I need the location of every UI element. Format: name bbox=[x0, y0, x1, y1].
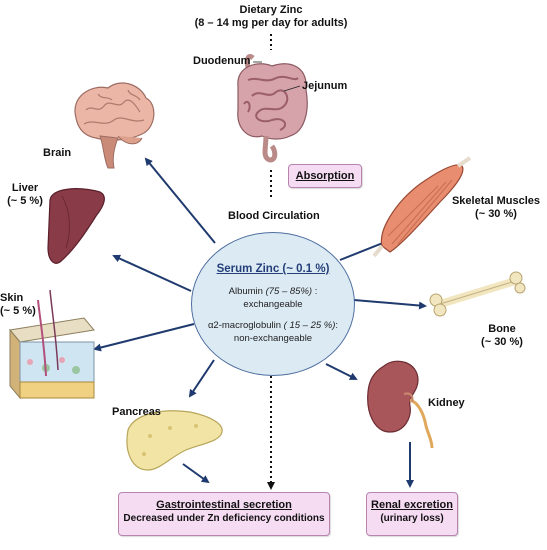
albumin-type: exchangeable bbox=[243, 299, 303, 310]
pancreas-illustration bbox=[126, 410, 223, 471]
dietary-zinc-subtitle: (8 – 14 mg per day for adults) bbox=[194, 17, 348, 29]
bone-label-group: Bone (~ 30 %) bbox=[472, 323, 532, 349]
muscles-label-group: Skeletal Muscles (~ 30 %) bbox=[446, 195, 546, 221]
jejunum-label: Jejunum bbox=[302, 80, 348, 92]
renal-excretion-subtitle: (urinary loss) bbox=[380, 513, 444, 524]
albumin-name: Albumin bbox=[228, 286, 263, 297]
bone-label: Bone bbox=[488, 323, 516, 335]
albumin-line: Albumin (75 – 85%) : bbox=[192, 285, 354, 298]
liver-illustration bbox=[47, 188, 105, 264]
serum-zinc-circle: Serum Zinc (~ 0.1 %) Albumin (75 – 85%) … bbox=[191, 232, 355, 376]
albumin-colon: : bbox=[312, 286, 318, 297]
macroglobulin-colon: : bbox=[335, 320, 339, 331]
renal-excretion-title: Renal excretion bbox=[371, 499, 453, 511]
gi-secretion-subtitle: Decreased under Zn deficiency conditions bbox=[123, 513, 325, 524]
absorption-label: Absorption bbox=[295, 170, 355, 182]
liver-percent: (~ 5 %) bbox=[7, 195, 43, 207]
brain-illustration bbox=[74, 82, 155, 169]
arrow-to-brain bbox=[144, 157, 216, 244]
liver-label-group: Liver (~ 5 %) bbox=[2, 182, 48, 208]
macroglobulin-line: α2-macroglobulin ( 15 – 25 %): bbox=[192, 319, 354, 332]
muscles-label: Skeletal Muscles bbox=[451, 195, 541, 207]
serum-zinc-title: Serum Zinc (~ 0.1 %) bbox=[216, 263, 330, 275]
kidney-illustration bbox=[367, 360, 434, 449]
brain-label: Brain bbox=[43, 147, 72, 159]
bone-illustration bbox=[429, 271, 526, 317]
dietary-zinc-title: Dietary Zinc bbox=[239, 4, 303, 16]
macroglobulin-type: non-exchangeable bbox=[233, 333, 313, 344]
arrow-to-bone bbox=[353, 299, 427, 310]
gi-secretion-box: Gastrointestinal secretion Decreased und… bbox=[118, 492, 330, 536]
skin-label: Skin bbox=[0, 292, 24, 304]
intestine-illustration bbox=[237, 54, 308, 163]
arrow-to-skin bbox=[93, 323, 195, 352]
bone-percent: (~ 30 %) bbox=[481, 336, 523, 348]
duodenum-label: Duodenum bbox=[193, 55, 251, 67]
skin-illustration bbox=[9, 289, 95, 400]
renal-excretion-box: Renal excretion (urinary loss) bbox=[366, 492, 458, 536]
kidney-label: Kidney bbox=[428, 397, 465, 409]
arrow-to-liver bbox=[112, 254, 192, 292]
albumin-percent: (75 – 85%) bbox=[265, 286, 313, 297]
liver-label: Liver bbox=[11, 182, 39, 194]
skin-label-group: Skin (~ 5 %) bbox=[0, 292, 38, 318]
macroglobulin-percent: ( 15 – 25 %) bbox=[283, 320, 336, 331]
skin-percent: (~ 5 %) bbox=[0, 305, 36, 317]
gi-secretion-title: Gastrointestinal secretion bbox=[156, 499, 292, 511]
muscles-percent: (~ 30 %) bbox=[475, 208, 517, 220]
pancreas-label: Pancreas bbox=[112, 406, 161, 418]
macroglobulin-name: α2-macroglobulin bbox=[207, 320, 282, 331]
absorption-box: Absorption bbox=[288, 164, 362, 188]
dietary-zinc-label: Dietary Zinc (8 – 14 mg per day for adul… bbox=[186, 4, 356, 30]
arrow-to-pancreas bbox=[188, 359, 215, 398]
skeletal-muscle-illustration bbox=[372, 156, 472, 258]
pancreas-to-gi-arrow bbox=[182, 463, 210, 484]
blood-circulation-label: Blood Circulation bbox=[228, 210, 320, 222]
arrow-to-kidney bbox=[325, 363, 358, 380]
